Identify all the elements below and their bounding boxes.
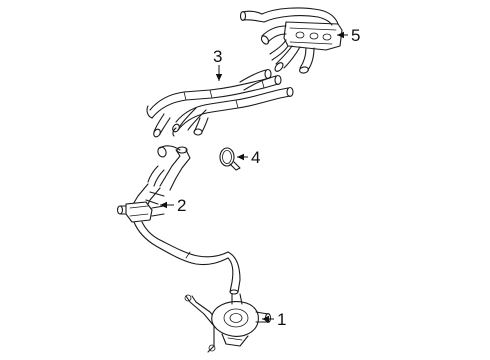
callout-2: 2 [160, 196, 186, 215]
callout-2-label: 2 [177, 196, 186, 215]
callout-4: 4 [237, 148, 260, 167]
callout-4-label: 4 [251, 148, 260, 167]
part-4-hose-clamp [219, 147, 241, 171]
callout-3-label: 3 [213, 47, 222, 66]
part-1-water-pump [184, 293, 272, 353]
callout-3: 3 [213, 47, 222, 81]
callout-5: 5 [337, 26, 360, 45]
part-3-heater-hose-assembly [146, 68, 294, 138]
callout-1: 1 [262, 310, 286, 329]
part-5-coolant-manifold [239, 7, 343, 74]
part-2-coolant-pipe [116, 145, 241, 295]
callout-1-label: 1 [277, 310, 286, 329]
callout-5-label: 5 [351, 26, 360, 45]
